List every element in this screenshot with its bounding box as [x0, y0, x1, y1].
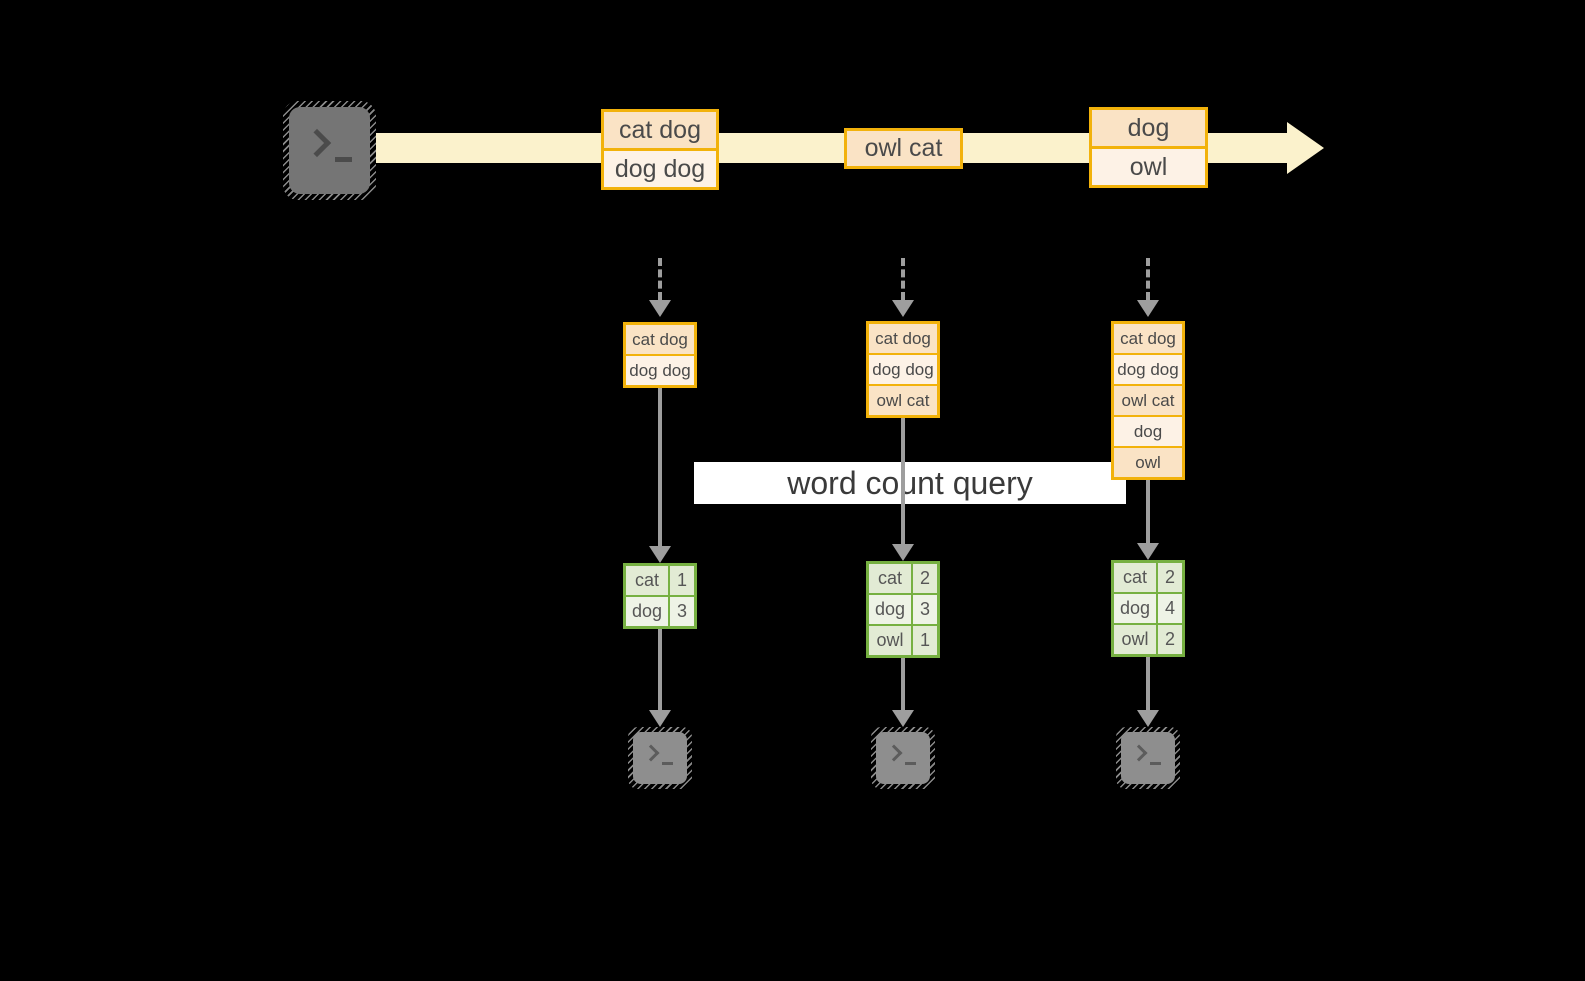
state-row: owl cat: [1114, 386, 1182, 415]
down-arrow: [658, 388, 662, 547]
state-row: dog: [1114, 417, 1182, 446]
stream-source-terminal-icon: [283, 101, 376, 200]
arrowhead-icon: [649, 546, 671, 563]
arrowhead-icon: [892, 544, 914, 561]
table-row: cat 2: [869, 564, 937, 593]
state-row: dog dog: [626, 356, 694, 385]
table-row: dog 3: [869, 595, 937, 624]
terminal-body: [876, 732, 930, 784]
word-cell: dog: [626, 597, 668, 626]
table-row: owl 1: [869, 626, 937, 655]
table-row: owl 2: [1114, 625, 1182, 654]
state-row: cat dog: [869, 324, 937, 353]
sink-terminal-icon: [1116, 727, 1180, 789]
word-cell: dog: [869, 595, 911, 624]
arrowhead-icon: [1137, 300, 1159, 317]
record-row: cat dog: [604, 112, 716, 148]
down-arrow: [658, 629, 662, 710]
sink-terminal-icon: [871, 727, 935, 789]
count-cell: 2: [1158, 563, 1182, 592]
dashed-down-arrow: [1146, 258, 1150, 300]
table-row: cat 1: [626, 566, 694, 595]
state-row: owl cat: [869, 386, 937, 415]
word-cell: cat: [869, 564, 911, 593]
word-cell: cat: [626, 566, 668, 595]
terminal-cursor-icon: [905, 762, 916, 765]
result-table-2: cat 2 dog 3 owl 1: [866, 561, 940, 658]
word-cell: cat: [1114, 563, 1156, 592]
terminal-prompt-icon: [885, 744, 903, 762]
terminal-prompt-icon: [642, 744, 660, 762]
word-cell: owl: [869, 626, 911, 655]
count-cell: 3: [913, 595, 937, 624]
record-row: dog dog: [604, 151, 716, 187]
arrowhead-icon: [1137, 710, 1159, 727]
word-cell: owl: [1114, 625, 1156, 654]
stream-record-2: owl cat: [844, 128, 963, 169]
stream-record-3: dog owl: [1089, 107, 1208, 188]
state-buffer-2: cat dog dog dog owl cat: [866, 321, 940, 418]
table-row: dog 4: [1114, 594, 1182, 623]
terminal-body: [633, 732, 687, 784]
terminal-prompt-icon: [302, 128, 332, 158]
record-row: owl cat: [847, 131, 960, 166]
record-row: dog: [1092, 110, 1205, 146]
count-cell: 2: [1158, 625, 1182, 654]
dashed-down-arrow: [901, 258, 905, 300]
state-row: dog dog: [869, 355, 937, 384]
terminal-cursor-icon: [1150, 762, 1161, 765]
count-cell: 1: [670, 566, 694, 595]
terminal-body: [1121, 732, 1175, 784]
stream-arrowhead-icon: [1287, 122, 1324, 174]
down-arrow: [901, 418, 905, 544]
down-arrow: [901, 658, 905, 710]
terminal-body: [289, 107, 370, 194]
count-cell: 3: [670, 597, 694, 626]
count-cell: 2: [913, 564, 937, 593]
state-row: dog dog: [1114, 355, 1182, 384]
down-arrow: [1146, 480, 1150, 543]
terminal-cursor-icon: [662, 762, 673, 765]
arrowhead-icon: [1137, 543, 1159, 560]
terminal-prompt-icon: [1130, 744, 1148, 762]
count-cell: 1: [913, 626, 937, 655]
state-buffer-1: cat dog dog dog: [623, 322, 697, 388]
table-row: dog 3: [626, 597, 694, 626]
count-cell: 4: [1158, 594, 1182, 623]
state-row: owl: [1114, 448, 1182, 477]
arrowhead-icon: [649, 300, 671, 317]
record-row: owl: [1092, 149, 1205, 185]
terminal-cursor-icon: [335, 157, 352, 162]
state-buffer-3: cat dog dog dog owl cat dog owl: [1111, 321, 1185, 480]
dashed-down-arrow: [658, 258, 662, 300]
query-band: word count query: [694, 462, 1126, 504]
stream-record-1: cat dog dog dog: [601, 109, 719, 190]
result-table-1: cat 1 dog 3: [623, 563, 697, 629]
state-row: cat dog: [1114, 324, 1182, 353]
table-row: cat 2: [1114, 563, 1182, 592]
result-table-3: cat 2 dog 4 owl 2: [1111, 560, 1185, 657]
query-label: word count query: [787, 464, 1033, 501]
arrowhead-icon: [649, 710, 671, 727]
sink-terminal-icon: [628, 727, 692, 789]
down-arrow: [1146, 657, 1150, 710]
arrowhead-icon: [892, 300, 914, 317]
arrowhead-icon: [892, 710, 914, 727]
state-row: cat dog: [626, 325, 694, 354]
word-cell: dog: [1114, 594, 1156, 623]
